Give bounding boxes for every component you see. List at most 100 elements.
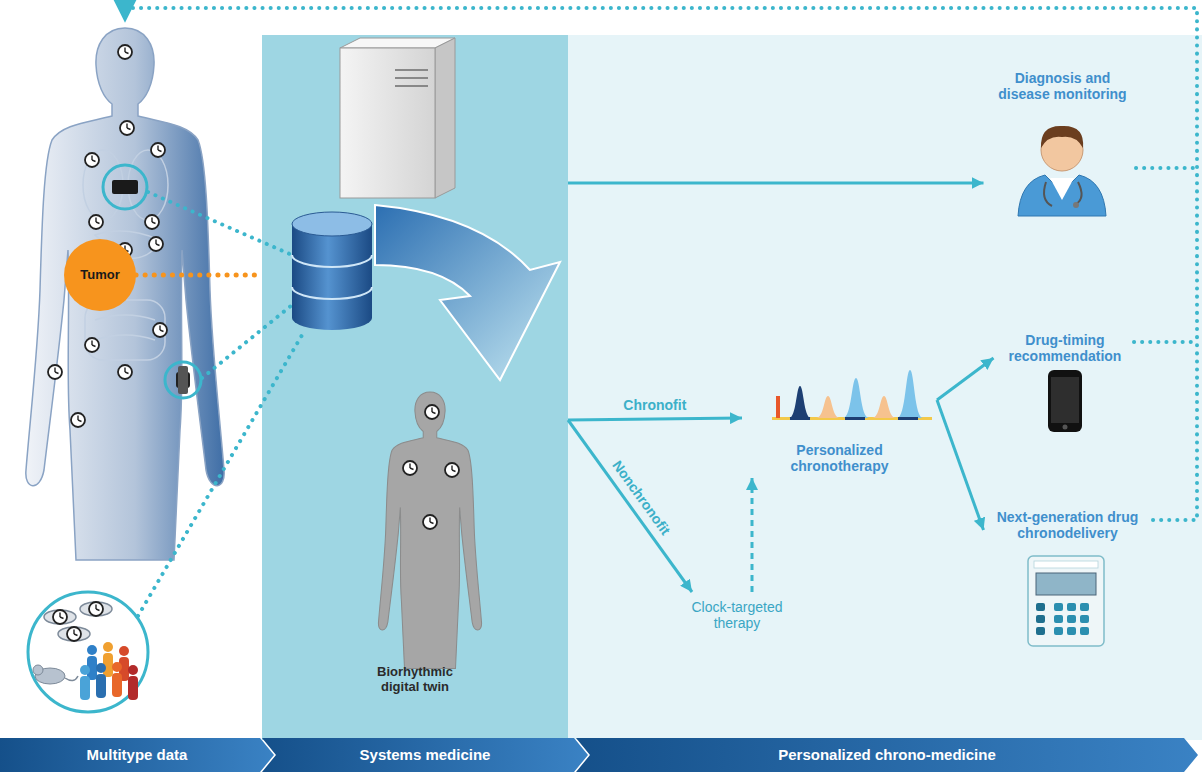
- clocks: [91, 156, 92, 161]
- population: [112, 673, 122, 697]
- pump-buttons: [1080, 627, 1089, 635]
- server: [340, 38, 455, 198]
- infusion-pump-icon: [1034, 561, 1098, 568]
- population: [80, 642, 138, 700]
- stage-arrow: Personalized chrono-medicine: [576, 738, 1198, 772]
- population: [80, 665, 90, 675]
- clocks: [410, 468, 414, 470]
- database: [292, 212, 372, 330]
- model-circle: [65, 676, 78, 681]
- clocks: [60, 617, 64, 619]
- phone-icon: [1063, 425, 1068, 430]
- doctor-icon: [1018, 126, 1106, 216]
- clocks: [155, 240, 156, 245]
- clocks: [120, 121, 134, 135]
- infusion-pump-icon: [1028, 556, 1104, 646]
- clocks: [59, 613, 60, 618]
- clocks: [89, 602, 103, 616]
- clocks: [445, 463, 459, 477]
- model-circle: [33, 665, 43, 675]
- population: [128, 665, 138, 675]
- label-box: Next-generation drug chronodelivery: [984, 505, 1152, 650]
- feedback-loop: [1134, 340, 1197, 344]
- clocks: [151, 218, 152, 223]
- modelling-arrow: [375, 205, 560, 380]
- organs: [95, 315, 155, 340]
- node-label: Drug-timing recommendation: [998, 332, 1133, 364]
- clocks: [151, 143, 165, 157]
- clocks: [430, 522, 434, 524]
- clocks: [118, 45, 132, 59]
- clocks: [48, 365, 62, 379]
- clocks: [48, 365, 62, 379]
- population: [96, 663, 106, 673]
- database: [292, 224, 372, 330]
- clocks: [125, 52, 129, 54]
- clocks: [153, 323, 167, 337]
- arrow-connector: [568, 182, 984, 185]
- phone-icon: [1048, 370, 1082, 432]
- clocks: [409, 464, 410, 469]
- clocks: [67, 627, 81, 641]
- arrow-connector: [937, 400, 984, 530]
- clocks: [156, 244, 160, 246]
- model-circle: [58, 627, 90, 641]
- pump-buttons: [1080, 615, 1089, 623]
- population: [128, 676, 138, 700]
- population: [119, 646, 129, 656]
- pump-buttons: [1067, 603, 1076, 611]
- clocks: [445, 463, 459, 477]
- doctor-icon: [1041, 126, 1083, 148]
- dashed-connector: [136, 273, 262, 278]
- clocks: [160, 330, 164, 332]
- tumor-shape: [64, 239, 136, 311]
- server: [395, 85, 428, 87]
- clocks: [53, 610, 67, 624]
- clocks: [73, 630, 74, 635]
- phone-icon: [1051, 377, 1079, 423]
- pump-buttons: [1036, 603, 1089, 635]
- clocks: [74, 634, 78, 636]
- clocks: [95, 218, 96, 223]
- clocks: [451, 466, 452, 471]
- chronotherapy-profile: [872, 396, 896, 418]
- clocks: [91, 341, 92, 346]
- edge-label: Nonchronofit: [609, 458, 673, 538]
- label-box: Clock-targeted therapy: [681, 592, 793, 638]
- label-box: Personalized chronotherapy: [742, 368, 937, 478]
- doctor-icon: [1018, 175, 1106, 216]
- pump-buttons: [1067, 615, 1076, 623]
- stage-arrow: Systems medicine: [262, 738, 588, 772]
- clocks: [71, 413, 85, 427]
- clocks: [425, 405, 439, 419]
- server: [395, 69, 428, 71]
- feedback-loop: [125, 8, 1197, 520]
- clocks: [423, 515, 437, 529]
- clocks: [71, 413, 85, 427]
- chronotherapy-profile: [845, 417, 865, 420]
- chronotherapy-profile: [772, 370, 932, 420]
- clocks: [125, 372, 129, 374]
- doctor-icon: [1050, 178, 1074, 200]
- human-body: [26, 28, 224, 560]
- pump-buttons: [1054, 603, 1063, 611]
- node-label: Tumor: [80, 268, 119, 283]
- chronotherapy-profile: [789, 386, 811, 418]
- clocks: [158, 150, 162, 152]
- phone-icon: [1048, 370, 1082, 432]
- clocks: [149, 237, 163, 251]
- feedback-loop: [125, 8, 1197, 520]
- arrow-connector: [568, 418, 742, 420]
- node-label: Biorhythmic digital twin: [365, 665, 465, 695]
- clocks: [92, 345, 96, 347]
- node-label: Next-generation drug chronodelivery: [988, 509, 1148, 541]
- model-circle: [28, 592, 148, 712]
- clocks: [89, 215, 103, 229]
- dashed-connector: [751, 478, 754, 592]
- pump-buttons: [1054, 615, 1063, 623]
- pump-buttons: [1036, 627, 1045, 635]
- node-label: Personalized chronotherapy: [780, 442, 900, 474]
- clocks: [77, 416, 78, 421]
